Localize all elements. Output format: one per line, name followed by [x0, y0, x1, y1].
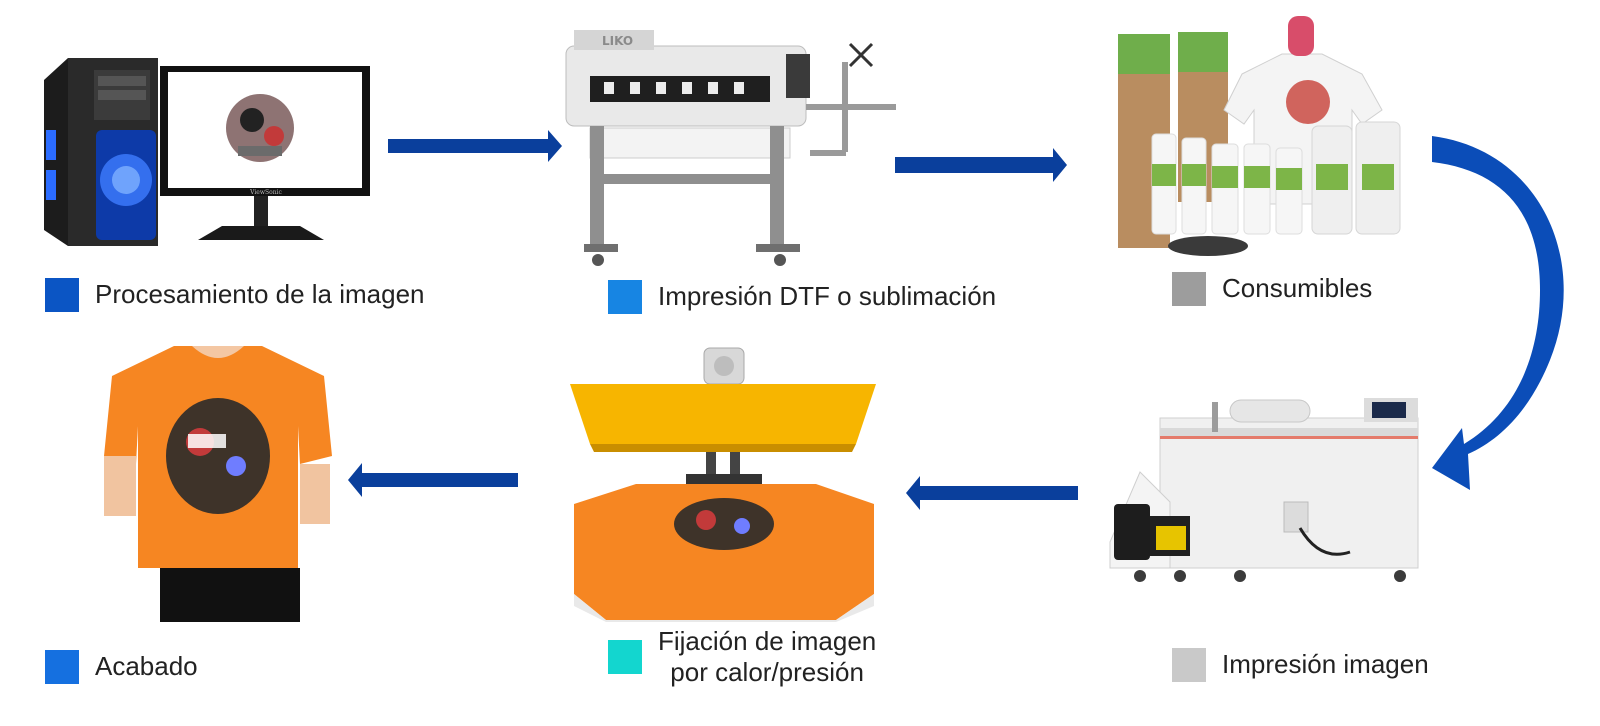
heat-press-icon [570, 347, 876, 622]
step-label: Impresión DTF o sublimación [658, 281, 997, 312]
dtf-printer-icon: LIKO [565, 30, 896, 266]
step-label: Fijación de imagen por calor/presión [658, 626, 877, 688]
label-fijacion: Fijación de imagen por calor/presión [608, 626, 876, 688]
heat-press-illustration [566, 344, 880, 622]
label-acabado: Acabado [45, 650, 198, 684]
printer-brand: LIKO [602, 34, 633, 48]
step-label: Procesamiento de la imagen [95, 279, 425, 310]
label-impresion-imagen: Impresión imagen [1172, 648, 1429, 682]
legend-swatch [608, 640, 642, 675]
legend-swatch [45, 278, 79, 312]
computer-illustration: ViewSonic [38, 50, 378, 250]
label-impresion-dtf: Impresión DTF o sublimación [608, 280, 996, 314]
step-label: Impresión imagen [1222, 649, 1429, 680]
powder-shaker-icon [1109, 398, 1419, 582]
legend-swatch [1172, 648, 1206, 682]
tshirt-icon [104, 346, 332, 622]
legend-swatch [45, 650, 79, 684]
powder-shaker-illustration [1100, 392, 1430, 587]
consumables-icon [1118, 16, 1401, 256]
computer-icon: ViewSonic [44, 58, 370, 246]
arrow-5-to-6 [348, 463, 518, 497]
dtf-printer-illustration: LIKO [560, 16, 910, 271]
consumables-illustration [1112, 14, 1412, 264]
legend-swatch [1172, 272, 1206, 306]
arrow-3-to-4 [1432, 136, 1564, 490]
tshirt-illustration [104, 346, 332, 622]
label-procesamiento: Procesamiento de la imagen [45, 278, 425, 312]
arrow-4-to-5 [906, 476, 1078, 510]
legend-swatch [608, 280, 642, 314]
arrow-1-to-2 [388, 130, 562, 162]
label-consumibles: Consumibles [1172, 272, 1372, 306]
monitor-brand: ViewSonic [249, 189, 282, 196]
arrow-2-to-3 [895, 148, 1067, 182]
step-label: Acabado [95, 651, 198, 682]
step-label: Consumibles [1222, 273, 1373, 304]
